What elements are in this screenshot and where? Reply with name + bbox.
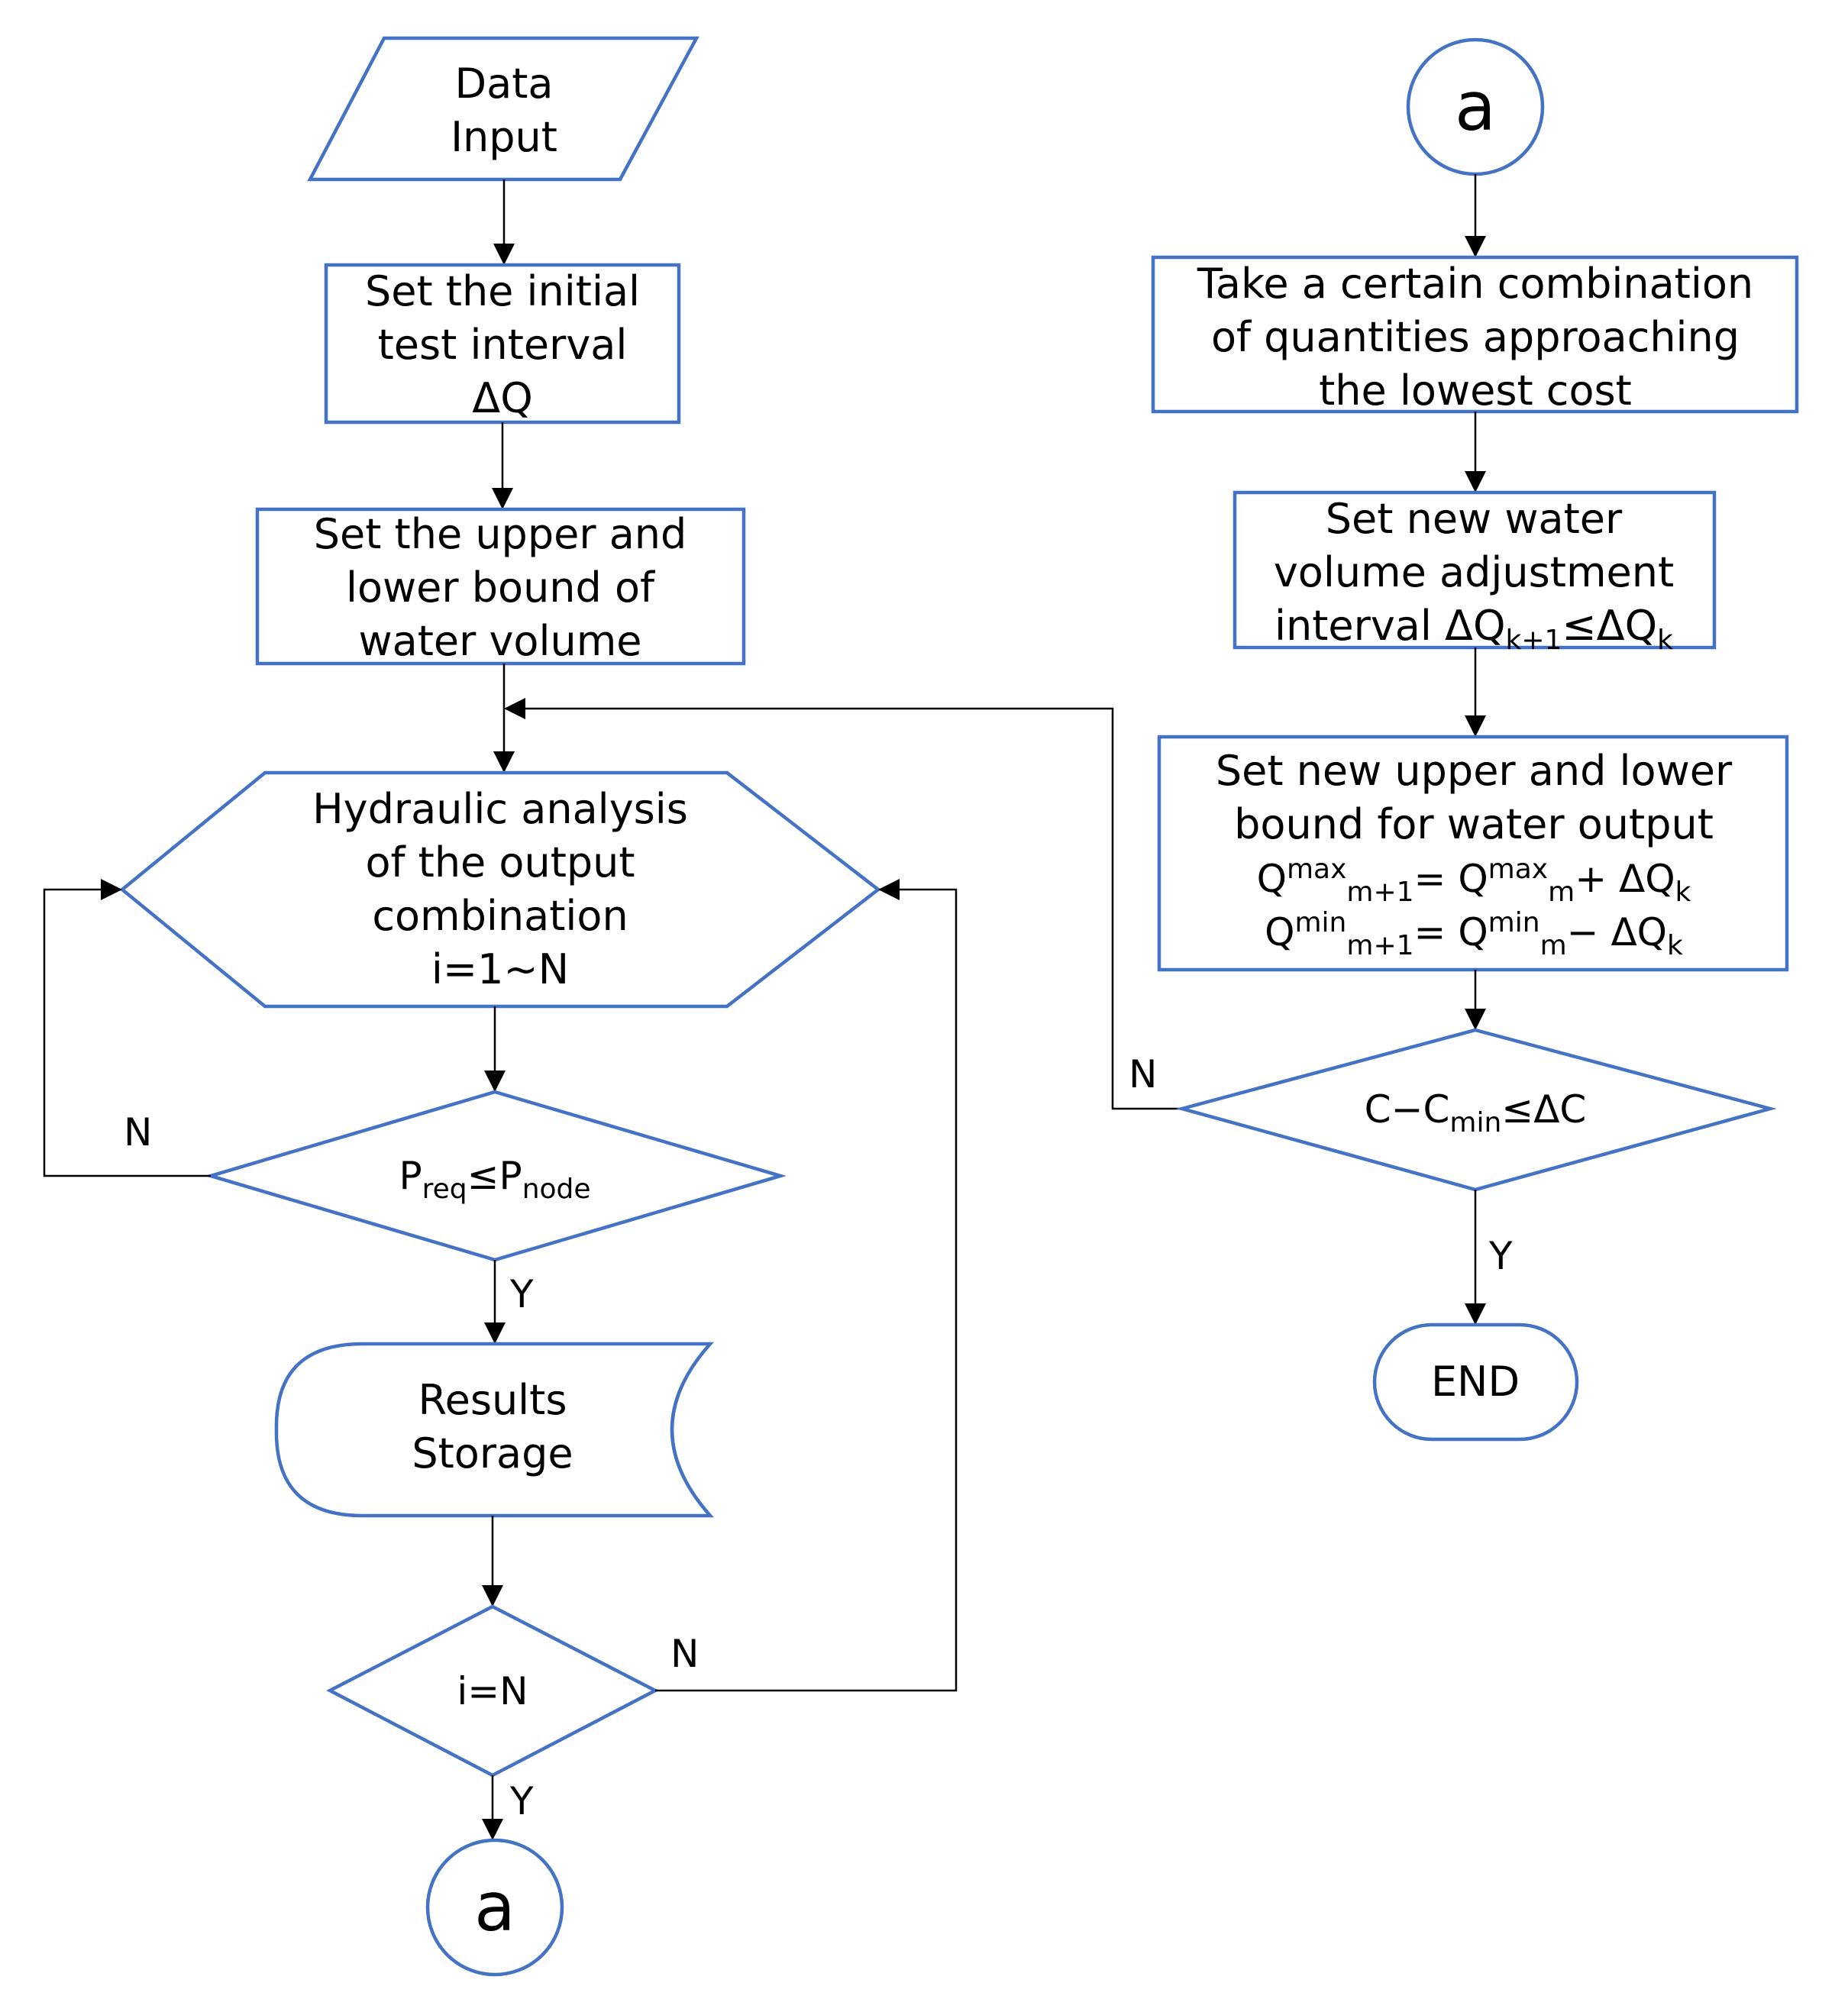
bounds-node: Set the upper and lower bound of water v… xyxy=(255,507,746,666)
edge-cost-no-back xyxy=(504,698,1182,1110)
initial-interval-line-1: Set the initial xyxy=(365,267,640,315)
qmax-prev-symbol: Q xyxy=(1458,857,1488,901)
qmin-dq-subscript: k xyxy=(1667,930,1683,961)
qmin-subscript: m+1 xyxy=(1346,930,1413,961)
qmin-superscript: min xyxy=(1294,907,1346,938)
pressure-no-label: N xyxy=(124,1110,152,1155)
cost-yes-label: Y xyxy=(1488,1234,1513,1278)
qmin-dq: ΔQ xyxy=(1611,910,1667,954)
qmax-superscript: max xyxy=(1287,854,1346,885)
p-req-subscript: req xyxy=(422,1174,467,1205)
bounds-line-1: Set the upper and xyxy=(314,510,687,558)
qmax-dq: ΔQ xyxy=(1619,857,1675,901)
p-req: P xyxy=(399,1154,422,1198)
cost-check-text: C−Cmin≤ΔC xyxy=(1365,1087,1587,1138)
new-interval-line-2: volume adjustment xyxy=(1274,548,1674,596)
hydraulic-line-1: Hydraulic analysis xyxy=(312,785,688,833)
cost-operator: ≤ xyxy=(1501,1087,1533,1132)
qmin-symbol: Q xyxy=(1265,910,1294,954)
hydraulic-line-4: i=1~N xyxy=(431,945,569,993)
data-input-line-2: Input xyxy=(451,113,557,161)
qmax-subscript: m+1 xyxy=(1346,877,1413,908)
combination-line-3: the lowest cost xyxy=(1319,367,1632,415)
cost-no-label: N xyxy=(1129,1052,1157,1096)
qmax-operator: + xyxy=(1575,857,1619,901)
qmin-prev-superscript: min xyxy=(1488,907,1540,938)
cost-c: C xyxy=(1365,1087,1391,1132)
p-node-subscript: node xyxy=(522,1174,591,1205)
pressure-check-text: Preq≤Pnode xyxy=(399,1154,590,1205)
storage-line-2: Storage xyxy=(412,1429,573,1477)
p-node: P xyxy=(499,1154,522,1198)
new-bounds-line-2: bound for water output xyxy=(1234,800,1714,848)
new-bounds-max-formula: Qmaxm+1= Qmaxm+ ΔQk xyxy=(1257,854,1691,908)
new-interval-line-3: interval ΔQk+1≤ΔQk xyxy=(1275,602,1673,656)
hydraulic-line-2: of the output xyxy=(365,838,635,886)
qmax-equals: = xyxy=(1414,857,1459,901)
hydraulic-analysis-node: Hydraulic analysis of the output combina… xyxy=(119,770,881,1009)
dq-current: ΔQ xyxy=(1597,602,1657,650)
qmin-prev-subscript: m xyxy=(1540,930,1567,961)
combination-line-2: of quantities approaching xyxy=(1211,313,1740,361)
connector-a-top-label: a xyxy=(1455,67,1496,146)
new-interval-line-1: Set new water xyxy=(1326,495,1623,543)
cost-cmin: C xyxy=(1423,1087,1449,1132)
cost-minus: − xyxy=(1391,1087,1423,1132)
dq-next: ΔQ xyxy=(1445,602,1505,650)
storage-line-1: Results xyxy=(418,1376,567,1424)
connector-a-bottom: a xyxy=(425,1838,564,1977)
dq-current-subscript: k xyxy=(1657,625,1673,656)
end-node: END xyxy=(1372,1322,1579,1442)
initial-interval-line-3: ΔQ xyxy=(472,374,532,422)
qmin-prev-symbol: Q xyxy=(1458,910,1488,954)
bounds-line-3: water volume xyxy=(358,617,641,665)
new-interval-node: Set new water volume adjustment interval… xyxy=(1233,490,1717,656)
qmax-prev-subscript: m xyxy=(1548,877,1575,908)
dq-next-subscript: k+1 xyxy=(1506,625,1562,656)
qmin-operator: − xyxy=(1567,910,1611,954)
qmax-dq-subscript: k xyxy=(1675,877,1691,908)
end-label: END xyxy=(1431,1358,1520,1406)
qmin-equals: = xyxy=(1414,910,1459,954)
cost-check-node: C−Cmin≤ΔC xyxy=(1175,1028,1777,1192)
qmax-prev-superscript: max xyxy=(1488,854,1548,885)
edge-pressure-no-loop xyxy=(43,879,211,1177)
initial-interval-node: Set the initial test interval ΔQ xyxy=(324,263,681,425)
connector-a-top: a xyxy=(1406,37,1545,176)
new-bounds-node: Set new upper and lower bound for water … xyxy=(1157,735,1789,972)
results-storage-node: Results Storage xyxy=(274,1342,715,1518)
bounds-line-2: lower bound of xyxy=(346,564,656,612)
new-bounds-min-formula: Qminm+1= Qminm− ΔQk xyxy=(1265,907,1683,961)
pressure-yes-label: Y xyxy=(509,1272,534,1316)
loop-no-label: N xyxy=(670,1632,699,1676)
edge-loop-no-back xyxy=(655,879,958,1692)
new-bounds-line-1: Set new upper and lower xyxy=(1216,747,1733,795)
new-interval-prefix: interval xyxy=(1275,602,1445,650)
data-input-line-1: Data xyxy=(455,60,554,108)
cost-delta-c: ΔC xyxy=(1533,1087,1586,1132)
interval-operator: ≤ xyxy=(1562,602,1596,650)
pressure-operator: ≤ xyxy=(467,1154,499,1198)
combination-line-1: Take a certain combination xyxy=(1197,260,1753,308)
loop-check-text: i=N xyxy=(457,1669,528,1713)
take-combination-node: Take a certain combination of quantities… xyxy=(1151,255,1799,415)
hydraulic-line-3: combination xyxy=(372,892,628,940)
pressure-check-node: Preq≤Pnode xyxy=(205,1090,787,1262)
loop-check-node: i=N xyxy=(326,1604,659,1778)
connector-a-bottom-label: a xyxy=(474,1868,515,1946)
cost-cmin-subscript: min xyxy=(1449,1107,1501,1138)
qmax-symbol: Q xyxy=(1257,857,1287,901)
loop-yes-label: Y xyxy=(509,1779,534,1823)
initial-interval-line-2: test interval xyxy=(378,321,628,369)
data-input-node: Data Input xyxy=(307,36,699,182)
